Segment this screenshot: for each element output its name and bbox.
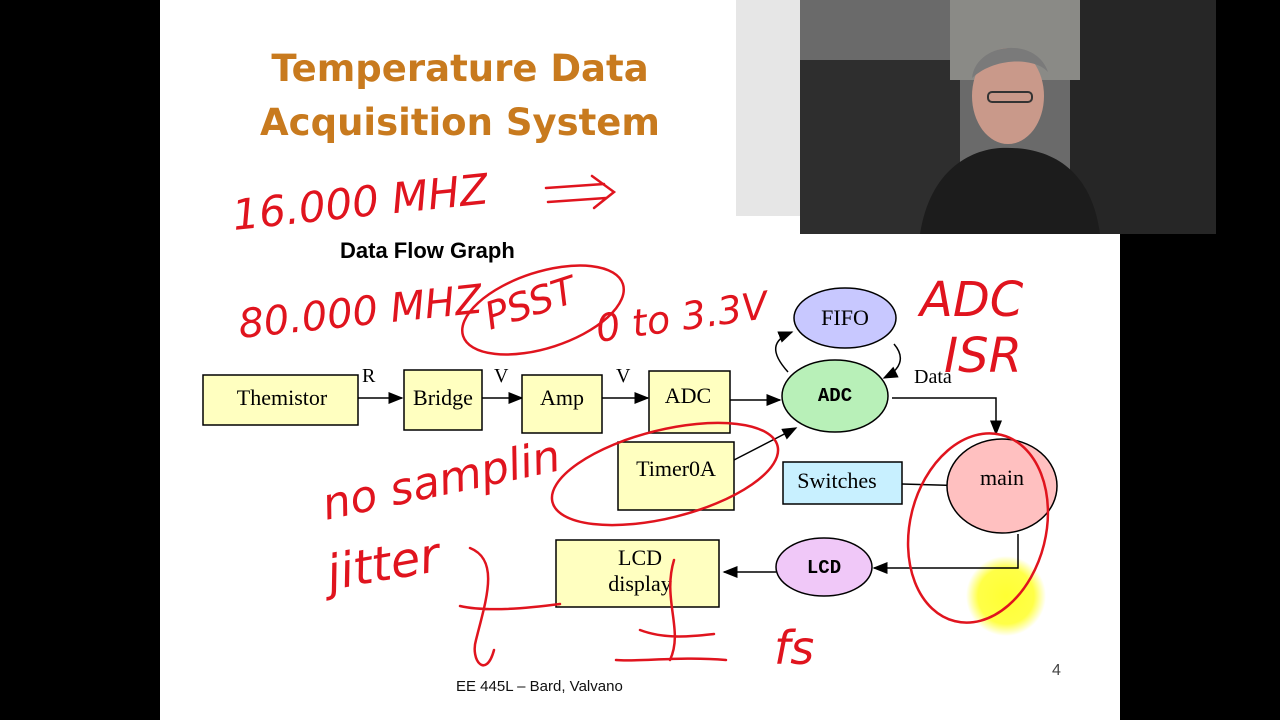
timer-label: Timer0A — [636, 456, 716, 481]
ink-annotations — [458, 174, 1050, 667]
switches-label: Switches — [797, 468, 876, 493]
bridge-label: Bridge — [413, 385, 473, 410]
ink-text-pssr: PSST — [479, 267, 584, 338]
amp-label: Amp — [540, 385, 584, 410]
title-line-2: Acquisition System — [260, 101, 660, 144]
ink-text-adc-note: ADC — [917, 272, 1024, 328]
ink-squiggle-2 — [614, 558, 728, 662]
bridge-block — [403, 369, 483, 431]
slide-grey-strip — [736, 0, 800, 216]
presenter-video — [800, 0, 1216, 234]
ink-text-isr-note: ISR — [944, 328, 1022, 384]
main-label: main — [980, 465, 1024, 490]
arrow-adcisr-main — [892, 397, 1002, 436]
edge-label-v1: V — [494, 365, 509, 387]
thermistor-label: Themistor — [237, 385, 328, 410]
ink-arrow-16mhz — [544, 174, 617, 210]
ink-text-range: 0 to 3.3V — [593, 283, 773, 351]
lcd-display-label-1: LCD — [618, 545, 662, 570]
cursor-highlight — [966, 556, 1046, 636]
presenter-video-frame — [800, 0, 1216, 234]
slide-title: Temperature Data Acquisition System — [250, 42, 670, 150]
adc-block-label: ADC — [665, 383, 711, 408]
edge-label-r: R — [362, 365, 376, 387]
ink-text-jitter: jitter — [316, 526, 447, 602]
fifo-oval — [793, 287, 897, 349]
title-line-1: Temperature Data — [271, 47, 649, 90]
ink-squiggle-1 — [458, 546, 562, 667]
main-oval — [946, 438, 1058, 534]
adc-isr-label: ADC — [818, 385, 852, 407]
edge-label-v2: V — [616, 365, 631, 387]
thermistor-block — [202, 374, 359, 426]
slide-footer: EE 445L – Bard, Valvano — [456, 678, 623, 695]
adc-isr-oval — [781, 359, 889, 433]
fifo-label: FIFO — [821, 305, 869, 330]
timer-block — [617, 441, 735, 511]
arrow-fifo-adcisr — [882, 343, 902, 379]
edge-label-data: Data — [914, 366, 952, 388]
lcd-display-label-2: display — [608, 571, 672, 596]
ink-circle-pssr — [461, 264, 625, 356]
ink-text-16mhz: 16.000 MHZ — [230, 164, 492, 240]
lcd-driver-oval — [775, 537, 873, 597]
ink-circle-main — [906, 432, 1050, 624]
ink-text-no-sampling: no samplin — [318, 431, 565, 531]
arrow-adcisr-fifo — [775, 331, 794, 373]
ink-circle-timer — [550, 421, 780, 527]
diagram-subtitle: Data Flow Graph — [340, 238, 515, 263]
switches-block — [782, 461, 903, 505]
ink-text-80mhz: 80.000 MHZ — [236, 276, 486, 347]
amp-block — [521, 374, 603, 434]
arrow-main-lcd — [872, 534, 1019, 574]
lcd-display-block — [555, 539, 720, 608]
lcd-driver-label: LCD — [807, 557, 841, 579]
slide-page-number: 4 — [1052, 662, 1061, 679]
arrow-timer-adcisr — [733, 427, 798, 461]
ink-text: 16.000 MHZ 80.000 MHZ PSST 0 to 3.3V ADC… — [230, 164, 1024, 675]
ink-text-fs: fs — [774, 621, 814, 675]
